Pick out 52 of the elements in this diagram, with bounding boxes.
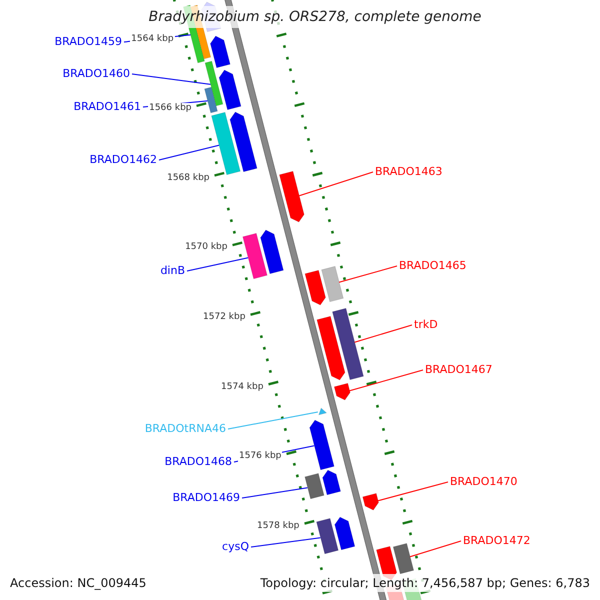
gene-shape	[309, 420, 334, 470]
gene-label: BRADO1468	[164, 455, 232, 468]
gene-shape	[334, 383, 350, 400]
gene-shape	[362, 493, 379, 510]
gene-shape	[230, 112, 258, 172]
leader-line	[298, 172, 374, 196]
gene-bar	[211, 112, 241, 176]
gene-label: BRADO1469	[172, 491, 240, 504]
gene-shape	[279, 171, 304, 222]
scale-label: 1574 kbp	[220, 382, 264, 392]
leader-line	[349, 370, 424, 392]
gene-bar	[321, 266, 344, 302]
scale-label: 1578 kbp	[256, 520, 300, 532]
gene-shape	[210, 36, 230, 68]
leader-line	[132, 74, 212, 85]
gene-shape	[334, 516, 356, 550]
gene-label: BRADO1461	[74, 100, 141, 113]
gene-bar	[204, 60, 224, 106]
scale-label: 1576 kbp	[238, 451, 282, 462]
gene-bar	[392, 543, 414, 574]
gene-label: BRADO1470	[450, 475, 518, 488]
gene-shape	[260, 230, 284, 274]
trna-marker	[318, 408, 327, 416]
scale-label: 1570 kbp	[184, 242, 228, 254]
gene-label: BRADO1460	[62, 67, 130, 80]
gene-shape	[322, 470, 341, 496]
scale-label: 1564 kbp	[130, 34, 175, 44]
gene-label: BRADO1463	[375, 165, 442, 178]
scale-label: 1568 kbp	[166, 172, 210, 184]
gene-shape	[218, 70, 242, 110]
gene-shape	[304, 270, 326, 306]
gene-label: cysQ	[222, 540, 249, 553]
gene-bar	[332, 308, 364, 380]
leader-line	[228, 412, 318, 430]
gene-bar	[316, 518, 339, 554]
scale-label: 1566 kbp	[148, 103, 193, 114]
gene-label: BRADO1459	[54, 35, 122, 48]
scale-label: 1572 kbp	[202, 312, 246, 323]
gene-label: BRADO1465	[399, 259, 466, 272]
gene-label: BRADO1472	[463, 534, 530, 547]
leader-line	[410, 540, 462, 558]
gene-label: dinB	[160, 264, 185, 277]
gene-shape	[316, 316, 346, 380]
gene-label: BRADOtRNA46	[144, 422, 226, 435]
gene-bar	[304, 473, 324, 500]
gene-label: BRADO1462	[90, 153, 157, 166]
gene-bar	[242, 233, 268, 280]
leader-line	[250, 537, 321, 548]
gene-label: BRADO1467	[425, 363, 492, 376]
genome-summary: Topology: circular; Length: 7,456,587 bp; Genes: 6,783	[258, 574, 592, 592]
gene-label: trkD	[414, 318, 438, 331]
leader-line	[377, 482, 448, 502]
